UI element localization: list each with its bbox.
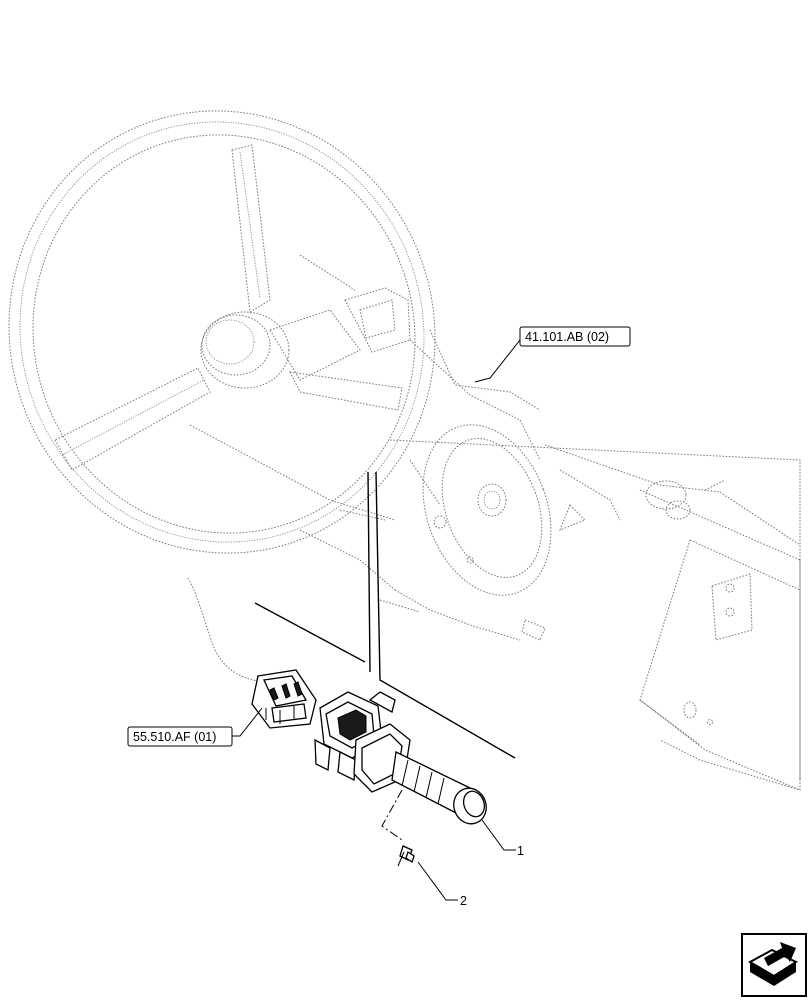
steering-column-housing (189, 254, 801, 791)
item-1-leader (481, 819, 516, 851)
harness-callout: 55.510.AF (01) (127, 707, 263, 747)
item-2-leader (417, 861, 458, 901)
steering-column-ref-label: 41.101.AB (02) (525, 330, 609, 344)
steering-wheel (8, 110, 436, 554)
steering-column-callout: 41.101.AB (02) (474, 326, 631, 383)
harness-ref-label: 55.510.AF (01) (133, 730, 216, 744)
multifunction-switch (314, 691, 487, 825)
screw (381, 789, 415, 867)
wiring-harness (187, 577, 263, 683)
item-2-number: 2 (460, 894, 467, 908)
next-page-arrow-icon[interactable] (741, 933, 807, 997)
item-1-number: 1 (517, 844, 524, 858)
section-lines (254, 471, 516, 759)
harness-connector (251, 669, 317, 729)
